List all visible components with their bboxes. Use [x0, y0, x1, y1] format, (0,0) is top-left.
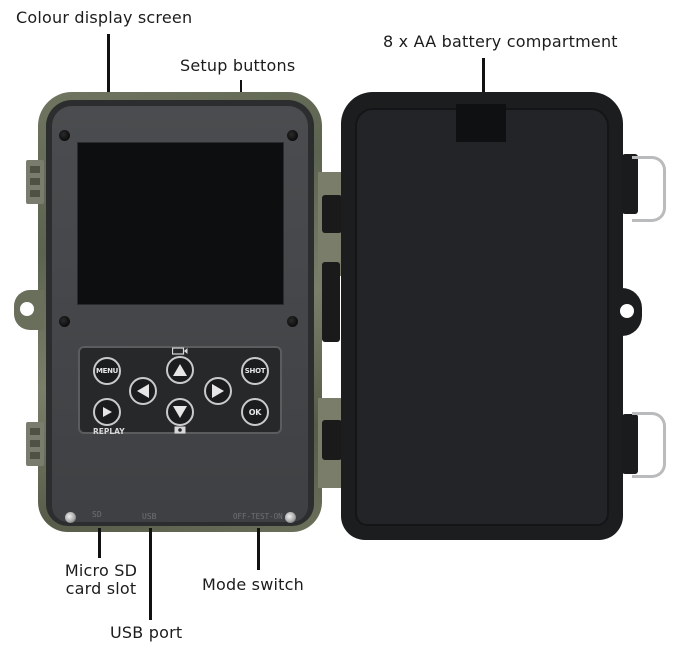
battery-door-slot: [456, 104, 506, 142]
hinge-antenna: [322, 262, 340, 342]
ok-button-label: OK: [248, 407, 262, 417]
hinge-upper-knuckle: [322, 195, 342, 233]
label-micro-sd-line2: card slot: [65, 579, 137, 598]
upper-latch-clip[interactable]: [632, 156, 666, 222]
play-icon: [103, 407, 112, 417]
right-arrow-icon: [212, 384, 224, 398]
leader-usb-port: [149, 528, 152, 620]
lower-latch-clip[interactable]: [632, 412, 666, 478]
label-micro-sd-line1: Micro SD: [64, 561, 138, 580]
ok-button[interactable]: OK: [241, 398, 269, 426]
label-mode-switch: Mode switch: [202, 575, 304, 594]
left-arrow-icon: [137, 384, 149, 398]
leader-micro-sd: [98, 528, 101, 558]
down-arrow-icon: [173, 406, 187, 418]
screw-top-left: [59, 130, 70, 141]
usb-port[interactable]: USB: [142, 512, 157, 521]
mount-hole-right: [620, 304, 634, 318]
menu-button[interactable]: MENU: [93, 357, 121, 385]
shot-button-label: SHOT: [244, 367, 266, 375]
lower-side-latch: [26, 422, 44, 466]
right-mount-lug: [610, 288, 642, 336]
label-usb-port: USB port: [110, 623, 183, 642]
mount-hole: [20, 302, 34, 316]
screw-mid-left: [59, 316, 70, 327]
up-arrow-icon: [173, 364, 187, 376]
shot-button[interactable]: SHOT: [241, 357, 269, 385]
label-setup-buttons: Setup buttons: [180, 56, 296, 75]
screw-top-right: [287, 130, 298, 141]
left-mount-lug: [14, 290, 44, 330]
upper-side-latch: [26, 160, 44, 204]
label-colour-display-screen: Colour display screen: [16, 8, 193, 27]
leader-mode-switch: [257, 528, 260, 570]
battery-compartment: [355, 108, 609, 526]
hinge-lower-knuckle: [322, 420, 342, 460]
menu-button-label: MENU: [95, 367, 119, 375]
replay-caption: REPLAY: [93, 427, 125, 436]
mode-switch[interactable]: OFF-TEST-ON: [233, 512, 283, 521]
video-camera-icon: [172, 347, 188, 355]
right-button[interactable]: [204, 377, 232, 405]
micro-sd-card-slot[interactable]: SD: [92, 510, 102, 519]
left-button[interactable]: [129, 377, 157, 405]
down-button[interactable]: [166, 398, 194, 426]
label-micro-sd-card-slot: Micro SD card slot: [56, 562, 146, 598]
lower-latch-hinge: [622, 414, 638, 474]
screw-bottom-left: [65, 512, 76, 523]
screw-bottom-right: [285, 512, 296, 523]
up-button[interactable]: [166, 356, 194, 384]
screw-mid-right: [287, 316, 298, 327]
colour-display-screen: [77, 142, 284, 305]
photo-camera-icon: [174, 426, 186, 434]
label-battery-compartment: 8 x AA battery compartment: [383, 32, 618, 51]
replay-button[interactable]: [93, 398, 121, 426]
